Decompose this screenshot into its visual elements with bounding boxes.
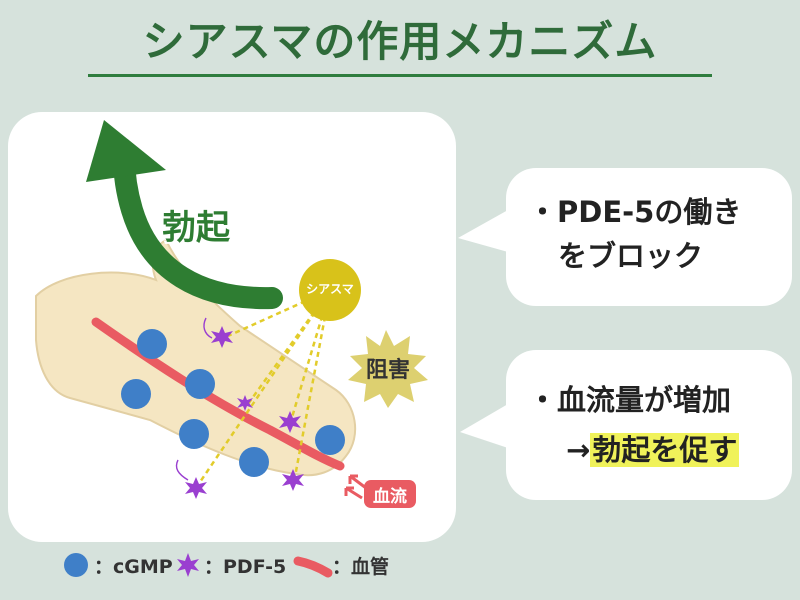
legend-vessel-swatch <box>293 556 333 578</box>
cgmp-molecule <box>239 447 269 477</box>
bloodflow-tag <box>364 480 416 508</box>
callout-bloodflow-line1: ・血流量が増加 <box>528 383 732 417</box>
legend-pdf5: ：PDF-5 <box>204 556 287 578</box>
callout-tail-1 <box>458 210 508 252</box>
pde5-enzyme <box>237 395 253 411</box>
callout-block-pde5: ・PDE-5の働き をブロック <box>506 168 792 306</box>
drug-label: シアスマ <box>306 282 354 296</box>
cgmp-molecule <box>121 379 151 409</box>
legend-cgmp: ：cGMP <box>94 556 173 578</box>
pde5-enzyme <box>185 477 207 499</box>
bloodflow-arrows <box>344 474 367 500</box>
erection-arrowhead <box>86 120 166 182</box>
erection-arrow <box>113 145 283 310</box>
blood-vessel <box>91 317 345 471</box>
organ-shape <box>35 238 357 477</box>
page-title: シアスマの作用メカニズム <box>142 17 658 66</box>
vessel-tag-label: 血流 <box>373 487 407 507</box>
legend-vessel: ：血管 <box>332 556 390 578</box>
pde5-enzymes <box>185 326 304 499</box>
legend-cgmp-swatch <box>64 553 88 577</box>
cgmp-molecule <box>315 425 345 455</box>
block-label: 阻害 <box>366 358 411 383</box>
pde5-enzyme <box>211 326 233 348</box>
cgmp-molecule <box>185 369 215 399</box>
drug-circle <box>299 259 361 321</box>
cgmp-molecules <box>121 329 345 477</box>
title-underline <box>88 74 712 77</box>
legend-pde5-swatch <box>177 553 199 577</box>
block-burst <box>348 330 428 408</box>
callout-block-line1: ・PDE-5の働き <box>528 195 742 229</box>
arrow-label: 勃起 <box>162 208 230 248</box>
callout-block-line2: をブロック <box>558 239 704 273</box>
callout-bloodflow: ・血流量が増加 →勃起を促す <box>506 350 792 500</box>
cgmp-molecule <box>179 419 209 449</box>
pde5-tails <box>175 317 213 481</box>
callout-arrow-text: → <box>566 433 591 467</box>
callout-tail-2 <box>460 404 508 448</box>
callout-bloodflow-line2: →勃起を促す <box>566 428 740 472</box>
callout-highlight: 勃起を促す <box>590 433 740 467</box>
pde5-enzyme <box>282 469 304 491</box>
cgmp-molecule <box>137 329 167 359</box>
pde5-enzyme <box>279 411 301 433</box>
